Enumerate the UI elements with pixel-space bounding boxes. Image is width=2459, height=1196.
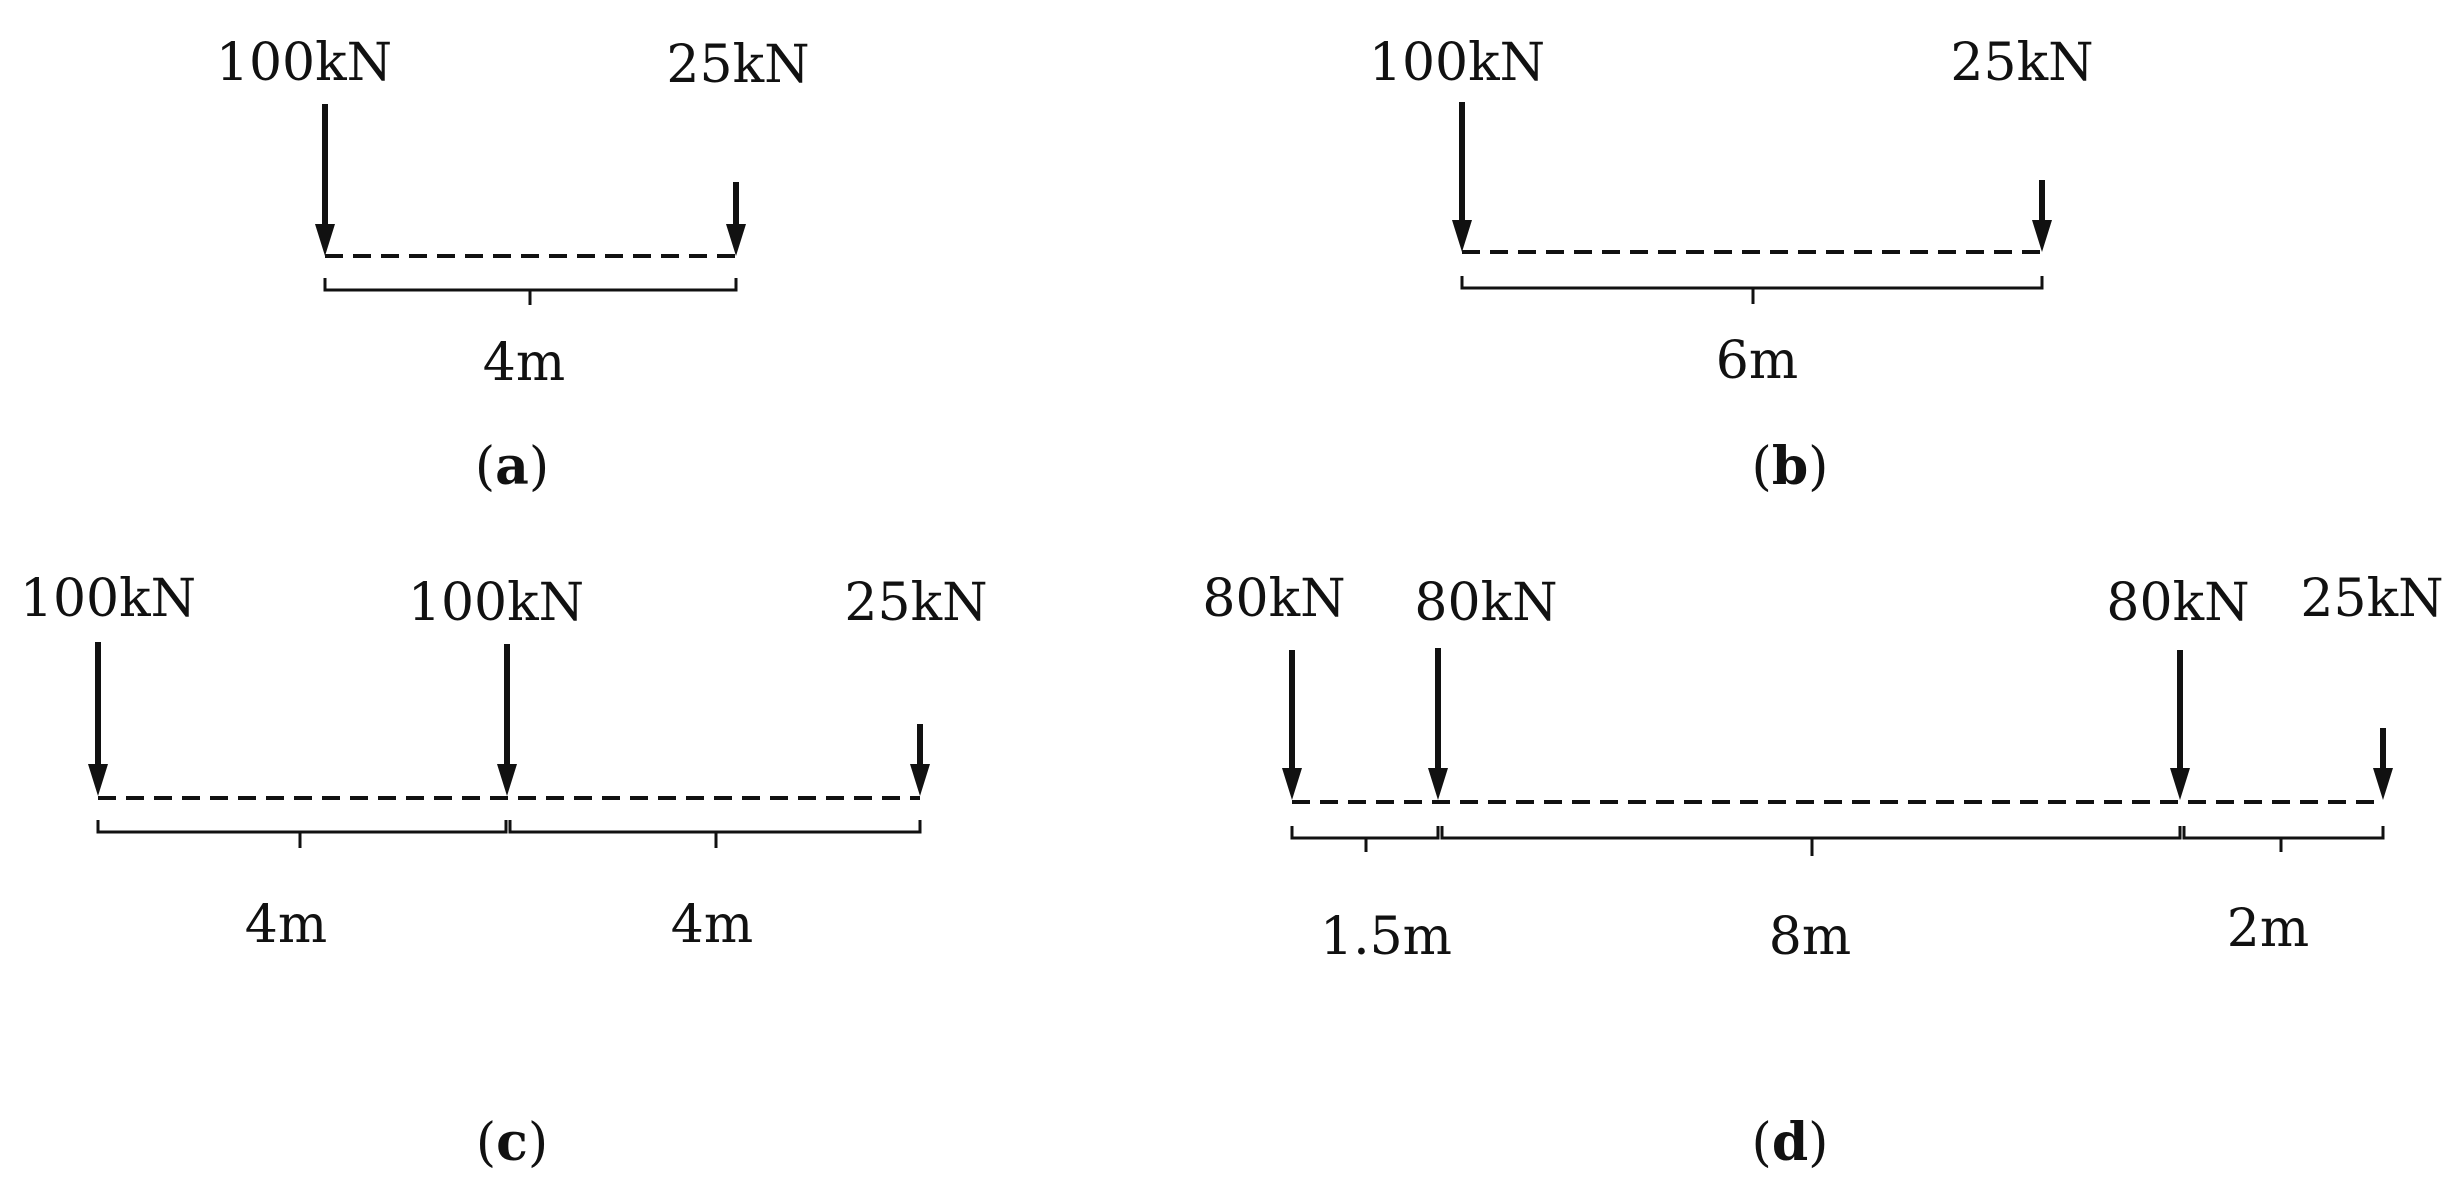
load-arrow-small xyxy=(2032,180,2052,252)
load-arrow-large xyxy=(1452,102,1472,252)
load-label: 25kN xyxy=(1950,33,2093,93)
load-label: 100kN xyxy=(408,573,584,633)
span-bracket xyxy=(1440,826,2182,856)
panel-caption: (b) xyxy=(1752,436,1829,497)
span-label: 4m xyxy=(483,333,565,393)
load-arrow-large xyxy=(315,104,335,256)
load-label: 80kN xyxy=(2106,573,2249,633)
load-label: 25kN xyxy=(666,35,809,95)
panel-caption: (c) xyxy=(476,1112,548,1173)
span-label: 2m xyxy=(2227,899,2309,959)
span-label: 4m xyxy=(245,895,327,955)
panel-c: 100kN 100kN 25kN 4m 4m (c) xyxy=(20,569,988,1173)
load-arrow-large xyxy=(1282,650,1302,800)
load-arrow-large xyxy=(1428,648,1448,800)
span-bracket xyxy=(2182,826,2385,852)
load-label: 25kN xyxy=(844,573,987,633)
span-bracket xyxy=(1290,826,1440,852)
load-arrow-large xyxy=(497,644,517,796)
panel-a: 100kN 25kN 4m (a) xyxy=(216,33,810,497)
span-label: 8m xyxy=(1769,907,1851,967)
panel-d: 80kN 80kN 80kN 25kN xyxy=(1202,569,2443,1173)
panel-caption: (d) xyxy=(1752,1112,1829,1173)
span-label: 6m xyxy=(1716,331,1798,391)
span-bracket xyxy=(323,278,738,305)
span-bracket xyxy=(96,820,508,848)
load-label: 100kN xyxy=(216,33,392,93)
panel-caption: (a) xyxy=(475,436,549,497)
load-arrow-large xyxy=(88,642,108,796)
load-label: 25kN xyxy=(2300,569,2443,629)
load-label: 80kN xyxy=(1202,569,1345,629)
span-bracket xyxy=(508,820,922,848)
load-arrow-small xyxy=(2373,728,2393,800)
span-bracket xyxy=(1460,276,2044,304)
panel-b: 100kN 25kN 6m (b) xyxy=(1369,33,2094,497)
load-arrow-small xyxy=(726,182,746,256)
load-arrow-large xyxy=(2170,650,2190,800)
span-label: 4m xyxy=(671,895,753,955)
load-arrow-small xyxy=(910,724,930,796)
load-label: 100kN xyxy=(1369,33,1545,93)
span-label: 1.5m xyxy=(1320,907,1452,967)
load-label: 80kN xyxy=(1414,573,1557,633)
load-label: 100kN xyxy=(20,569,196,629)
